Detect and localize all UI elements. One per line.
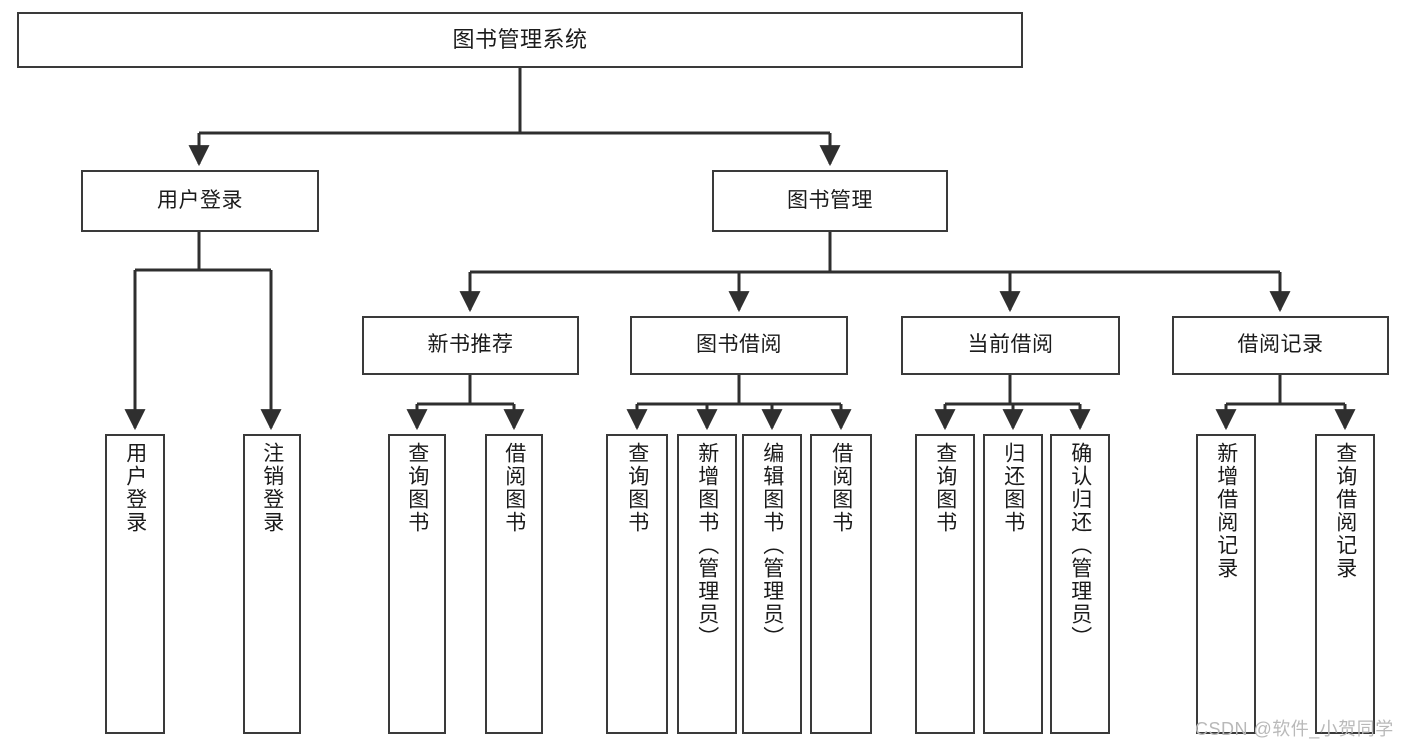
leaf-query-book-current[interactable]: 查询图书 (915, 434, 975, 734)
node-current-borrow-label: 当前借阅 (967, 333, 1054, 357)
leaf-edit-book-admin-label: 编辑图书（管理员） (760, 442, 784, 649)
leaf-query-book-borrow-label: 查询图书 (625, 442, 649, 534)
node-current-borrow[interactable]: 当前借阅 (901, 316, 1120, 375)
leaf-query-book-recommend[interactable]: 查询图书 (388, 434, 446, 734)
csdn-watermark: CSDN @软件_小贺同学 (1195, 719, 1394, 739)
node-user-login[interactable]: 用户登录 (81, 170, 319, 232)
leaf-query-book-borrow[interactable]: 查询图书 (606, 434, 668, 734)
node-new-book-recommend-label: 新书推荐 (427, 333, 514, 357)
leaf-borrow-book-recommend-label: 借阅图书 (502, 442, 526, 534)
leaf-logout-login-label: 注销登录 (260, 442, 284, 534)
leaf-query-borrow-record-label: 查询借阅记录 (1333, 442, 1357, 580)
leaf-query-borrow-record[interactable]: 查询借阅记录 (1315, 434, 1375, 734)
leaf-return-book-label: 归还图书 (1001, 442, 1025, 534)
node-book-borrow[interactable]: 图书借阅 (630, 316, 848, 375)
leaf-user-login-label: 用户登录 (123, 442, 147, 534)
leaf-edit-book-admin[interactable]: 编辑图书（管理员） (742, 434, 802, 734)
leaf-borrow-book[interactable]: 借阅图书 (810, 434, 872, 734)
node-root-label: 图书管理系统 (452, 27, 588, 53)
node-book-manage[interactable]: 图书管理 (712, 170, 948, 232)
node-book-manage-label: 图书管理 (787, 188, 873, 212)
leaf-return-book[interactable]: 归还图书 (983, 434, 1043, 734)
leaf-add-borrow-record[interactable]: 新增借阅记录 (1196, 434, 1256, 734)
node-book-borrow-label: 图书借阅 (696, 333, 782, 357)
leaf-add-borrow-record-label: 新增借阅记录 (1214, 442, 1238, 580)
leaf-confirm-return-admin-label: 确认归还（管理员） (1068, 442, 1092, 649)
leaf-user-login[interactable]: 用户登录 (105, 434, 165, 734)
leaf-borrow-book-recommend[interactable]: 借阅图书 (485, 434, 543, 734)
leaf-borrow-book-label: 借阅图书 (829, 442, 853, 534)
leaf-add-book-admin[interactable]: 新增图书（管理员） (677, 434, 737, 734)
leaf-query-book-current-label: 查询图书 (933, 442, 957, 534)
node-borrow-record-label: 借阅记录 (1237, 333, 1324, 357)
node-borrow-record[interactable]: 借阅记录 (1172, 316, 1389, 375)
leaf-confirm-return-admin[interactable]: 确认归还（管理员） (1050, 434, 1110, 734)
leaf-logout-login[interactable]: 注销登录 (243, 434, 301, 734)
node-user-login-label: 用户登录 (157, 188, 243, 212)
leaf-query-book-recommend-label: 查询图书 (405, 442, 429, 534)
node-new-book-recommend[interactable]: 新书推荐 (362, 316, 579, 375)
leaf-add-book-admin-label: 新增图书（管理员） (695, 442, 719, 649)
node-root[interactable]: 图书管理系统 (17, 12, 1023, 68)
